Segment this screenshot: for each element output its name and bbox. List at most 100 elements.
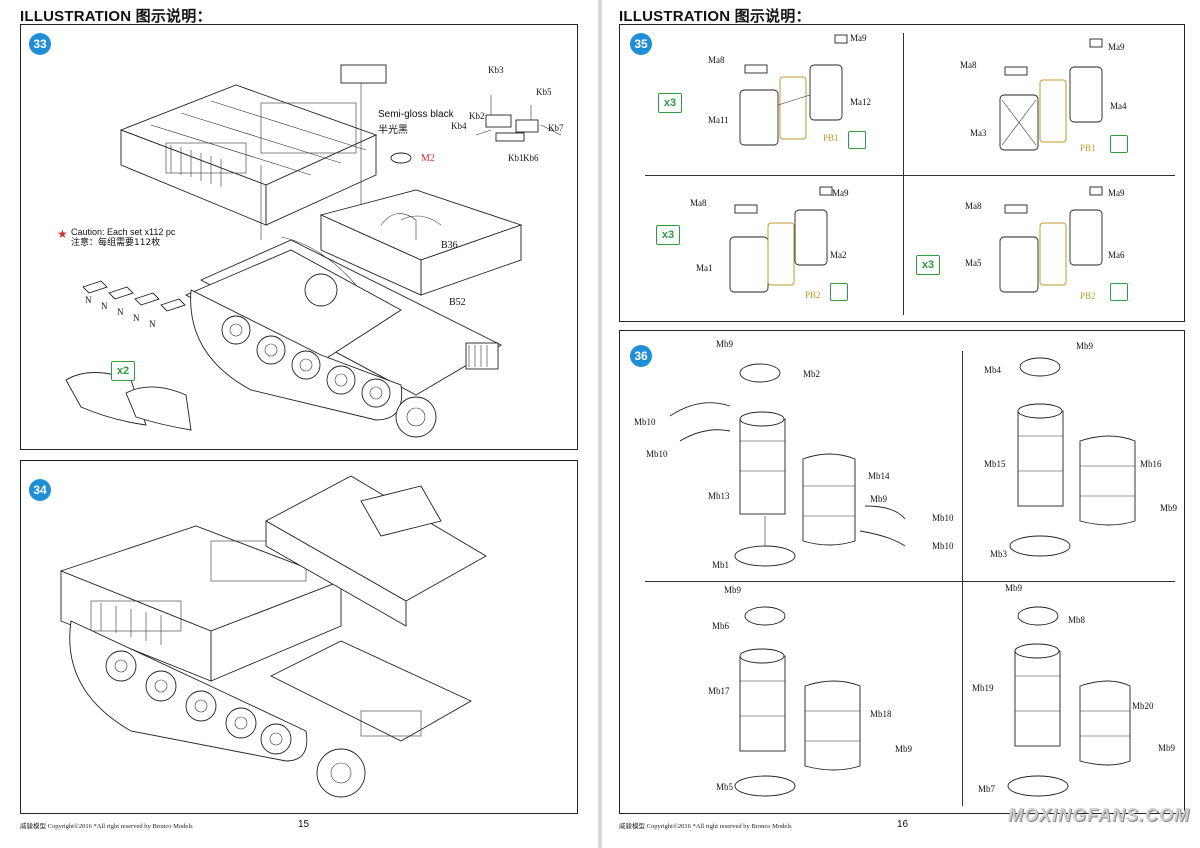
track-links-drawing bbox=[65, 280, 192, 431]
paint-note-cn: 半光黑 bbox=[378, 125, 408, 136]
caution-note-en: Caution: Each set x112 pc bbox=[71, 227, 176, 237]
part-label: Ma6 bbox=[1108, 250, 1125, 260]
part-label-kb6: Kb6 bbox=[523, 153, 539, 163]
paint-drop-icon bbox=[830, 283, 848, 301]
step-36-panel: 36 bbox=[619, 330, 1185, 814]
manual-page-15: ILLUSTRATION 图示说明： 33 bbox=[0, 0, 598, 848]
step-35-badge: 35 bbox=[630, 33, 652, 55]
part-label: Mb9 bbox=[716, 339, 734, 349]
part-label: Mb7 bbox=[978, 784, 996, 794]
multiplier-badge: x3 bbox=[656, 225, 680, 245]
multiplier-badge: x3 bbox=[658, 93, 682, 113]
track-pin-label: N bbox=[149, 319, 156, 329]
multiplier-badge: x3 bbox=[916, 255, 940, 275]
part-label: Mb2 bbox=[803, 369, 821, 379]
cell-divider bbox=[645, 581, 1175, 582]
part-label: Mb5 bbox=[716, 782, 734, 792]
track-pin-label: N bbox=[101, 301, 108, 311]
part-label: Ma2 bbox=[830, 250, 847, 260]
watermark-logo: MOXINGFANS.COM bbox=[1007, 805, 1190, 825]
page-gutter bbox=[598, 0, 602, 848]
part-label: Mb16 bbox=[1140, 459, 1162, 469]
part-label: Mb13 bbox=[708, 491, 730, 501]
cell-divider bbox=[903, 33, 904, 315]
paint-note-en: Semi-gloss black bbox=[378, 109, 454, 120]
part-label: Ma9 bbox=[850, 33, 867, 43]
part-label-kb1: Kb1 bbox=[508, 153, 524, 163]
part-label: Mb19 bbox=[972, 683, 994, 693]
part-label: Mb17 bbox=[708, 686, 730, 696]
part-label-kb4: Kb4 bbox=[451, 121, 467, 131]
cab-body-drawing bbox=[319, 152, 523, 296]
cargo-bed-drawing bbox=[119, 84, 378, 240]
part-label: Mb20 bbox=[1132, 701, 1154, 711]
assembled-halftrack-drawing bbox=[59, 475, 487, 798]
part-label: Mb9 bbox=[1160, 503, 1178, 513]
part-label: Mb6 bbox=[712, 621, 730, 631]
part-label: Ma5 bbox=[965, 258, 982, 268]
part-label: Mb3 bbox=[990, 549, 1008, 559]
multiplier-badge: x2 bbox=[111, 361, 135, 381]
step-34-panel: 34 bbox=[20, 460, 578, 814]
part-label-clear: PB1 bbox=[1080, 143, 1096, 153]
paint-drop-icon bbox=[1110, 135, 1128, 153]
caution-note-cn: 注意：每组需要112枚 bbox=[71, 238, 161, 248]
page-header: ILLUSTRATION 图示说明： bbox=[20, 8, 212, 25]
page-number: 16 bbox=[897, 819, 909, 830]
cell-divider bbox=[645, 175, 1175, 176]
part-label: Mb14 bbox=[868, 471, 890, 481]
step-34-badge: 34 bbox=[29, 479, 51, 501]
jerrycan-drawings bbox=[729, 34, 1103, 293]
part-label: Mb8 bbox=[1068, 615, 1086, 625]
part-label: Ma9 bbox=[832, 188, 849, 198]
part-label: Mb15 bbox=[984, 459, 1006, 469]
part-label-b52: B52 bbox=[449, 297, 466, 308]
part-label: Mb9 bbox=[1005, 583, 1023, 593]
track-pin-label: N bbox=[133, 313, 140, 323]
part-label-clear: PB1 bbox=[823, 133, 839, 143]
page-footer: 威骏模型 Copyright©2016 *All right reserved … bbox=[619, 823, 792, 830]
part-label-m2: M2 bbox=[421, 153, 435, 164]
manual-page-16: ILLUSTRATION 图示说明： 35 bbox=[602, 0, 1200, 848]
step-36-badge: 36 bbox=[630, 345, 652, 367]
part-label: Mb9 bbox=[870, 494, 888, 504]
part-label-b36: B36 bbox=[441, 240, 458, 251]
step-33-badge: 33 bbox=[29, 33, 51, 55]
paint-drop-icon bbox=[1110, 283, 1128, 301]
page-footer: 威骏模型 Copyright©2016 *All right reserved … bbox=[20, 823, 193, 830]
step-33-panel: 33 bbox=[20, 24, 578, 450]
part-label: Mb9 bbox=[724, 585, 742, 595]
part-label-clear: PB2 bbox=[805, 290, 821, 300]
track-pin-label: N bbox=[85, 295, 92, 305]
part-label: Ma12 bbox=[850, 97, 871, 107]
page-header: ILLUSTRATION 图示说明： bbox=[619, 8, 811, 25]
part-label: Mb10 bbox=[646, 449, 668, 459]
kb-parts-drawing bbox=[340, 64, 562, 205]
part-label: Ma9 bbox=[1108, 42, 1125, 52]
part-label: Ma8 bbox=[965, 201, 982, 211]
part-label: Mb10 bbox=[932, 541, 954, 551]
part-label: Ma8 bbox=[960, 60, 977, 70]
part-label-kb7: Kb7 bbox=[548, 123, 564, 133]
track-pin-label: N bbox=[117, 307, 124, 317]
part-label: Ma8 bbox=[708, 55, 725, 65]
paint-drop-icon bbox=[848, 131, 866, 149]
part-label: Ma1 bbox=[696, 263, 713, 273]
part-label: Mb9 bbox=[895, 744, 913, 754]
part-label: Ma8 bbox=[690, 198, 707, 208]
part-label-clear: PB2 bbox=[1080, 291, 1096, 301]
part-label: Ma11 bbox=[708, 115, 729, 125]
part-label: Mb10 bbox=[932, 513, 954, 523]
page-number: 15 bbox=[298, 819, 310, 830]
part-label: Mb4 bbox=[984, 365, 1002, 375]
part-label: Ma4 bbox=[1110, 101, 1127, 111]
part-label: Mb1 bbox=[712, 560, 730, 570]
part-label: Mb9 bbox=[1158, 743, 1176, 753]
part-label: Mb18 bbox=[870, 709, 892, 719]
chassis-drawing bbox=[184, 236, 502, 438]
part-label: Mb10 bbox=[634, 417, 656, 427]
part-label: Ma3 bbox=[970, 128, 987, 138]
fuel-drum-drawings bbox=[669, 357, 1136, 797]
part-label-kb3: Kb3 bbox=[488, 65, 504, 75]
cell-divider bbox=[962, 351, 963, 806]
